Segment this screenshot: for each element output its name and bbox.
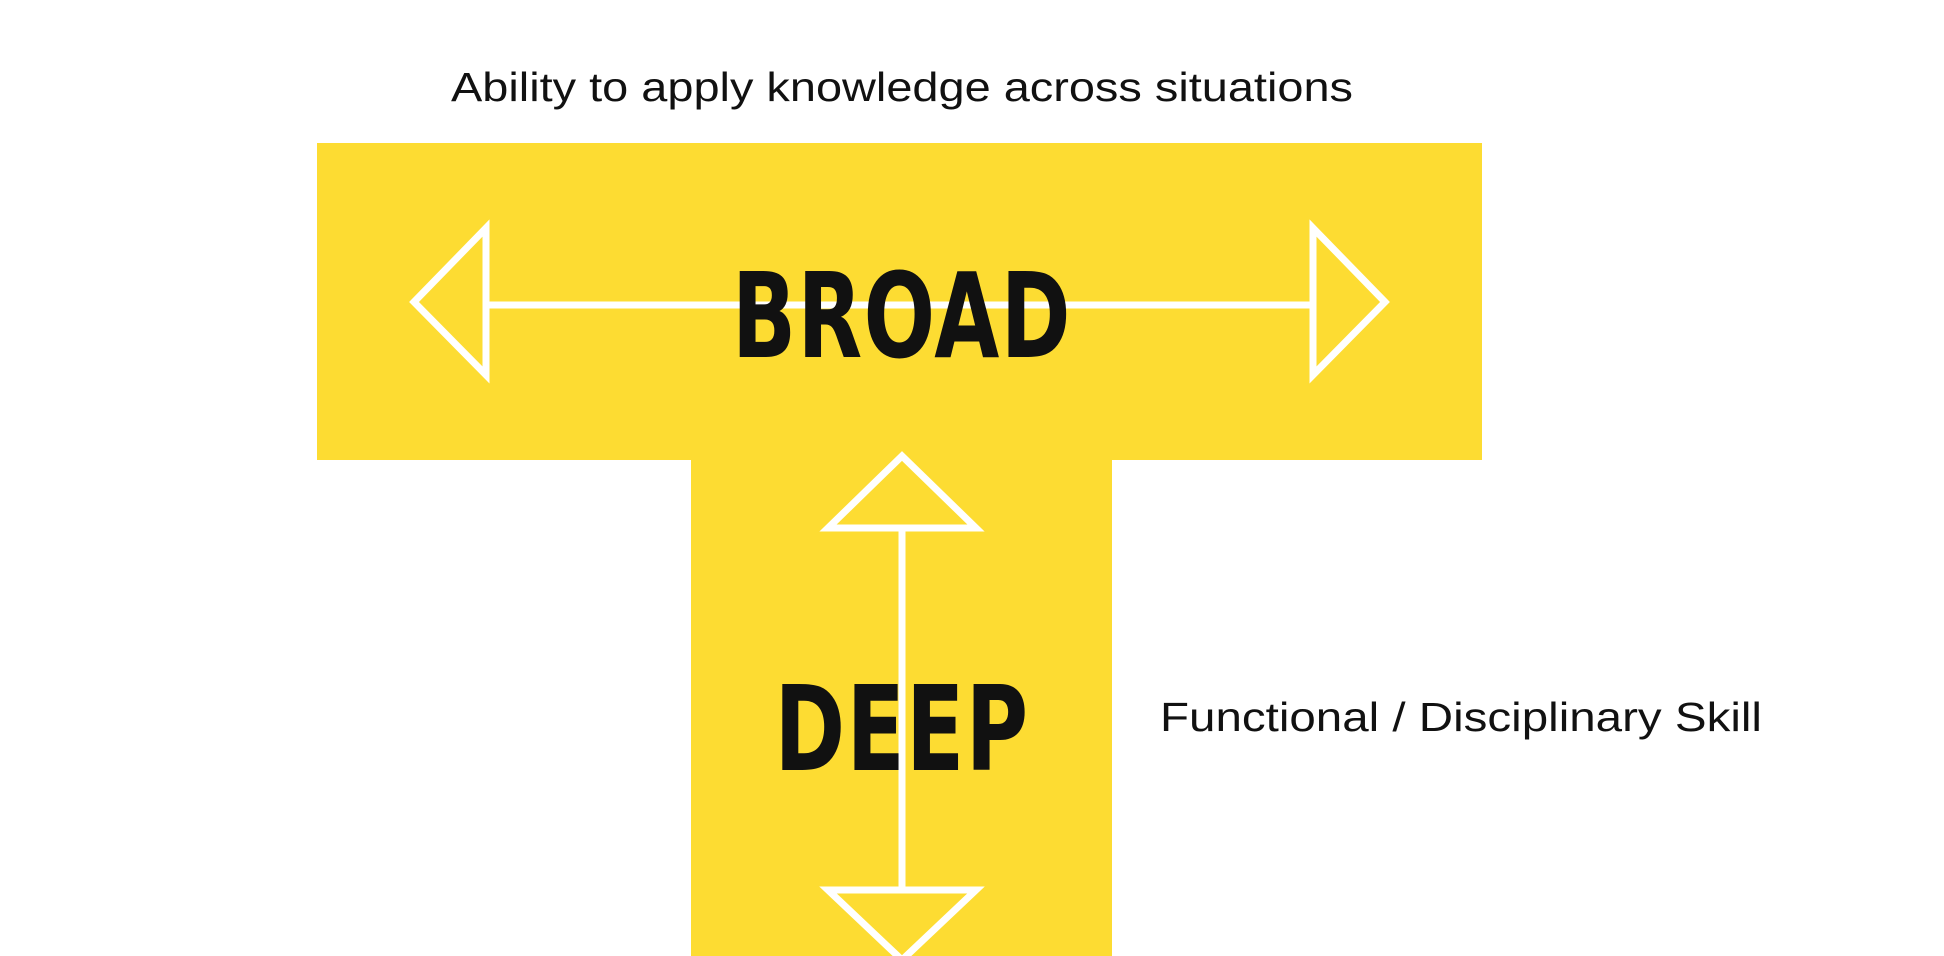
- right-arrowhead-icon: [1309, 219, 1390, 384]
- broad-label: BROAD: [732, 247, 1072, 385]
- deep-label: DEEP: [775, 660, 1030, 798]
- left-arrowhead-icon: [409, 219, 490, 384]
- up-arrowhead-icon: [819, 451, 985, 532]
- side-caption: Functional / Disciplinary Skill: [1160, 694, 1762, 740]
- top-caption: Ability to apply knowledge across situat…: [451, 64, 1353, 110]
- vertical-double-arrow-icon: [819, 451, 985, 956]
- down-arrowhead-icon: [819, 886, 985, 956]
- horizontal-double-arrow-icon: [409, 219, 1390, 384]
